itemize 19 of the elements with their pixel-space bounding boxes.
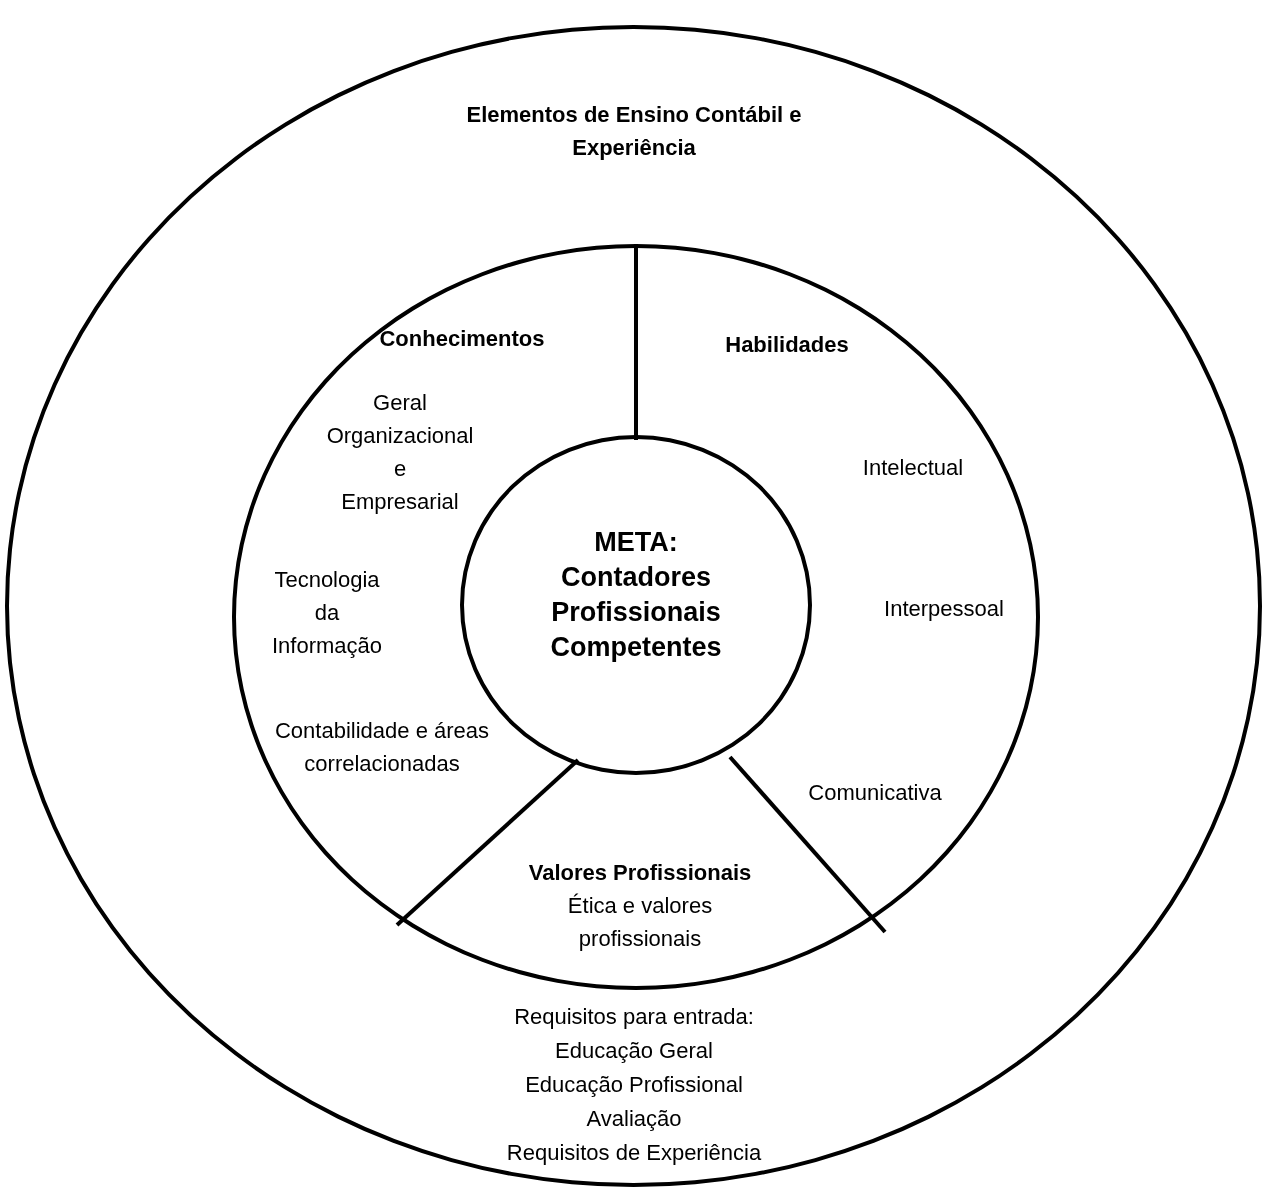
item-text: Contabilidade e áreas correlacionadas: [273, 717, 490, 778]
item-text: Requisitos para entrada:: [513, 1003, 755, 1031]
item-text: Ética e valores profissionais: [566, 892, 714, 953]
middle-circle: [232, 244, 1040, 990]
item-text: Avaliação: [585, 1105, 683, 1133]
section-heading: Elementos de Ensino Contábil e Experiência: [465, 101, 803, 162]
item-text: Geral Organizacional e Empresarial: [325, 389, 475, 516]
item-text: Intelectual: [861, 454, 965, 482]
item-text: Requisitos de Experiência: [505, 1139, 763, 1167]
item-text: Tecnologia da Informação: [270, 566, 384, 660]
item-text: Educação Profissional: [524, 1071, 744, 1099]
goal-text: META: Contadores Profissionais Competentes: [549, 526, 723, 665]
section-heading: Habilidades: [724, 331, 850, 359]
section-heading: Conhecimentos: [378, 325, 546, 353]
item-text: Educação Geral: [554, 1037, 714, 1065]
section-heading: Valores Profissionais: [527, 859, 753, 887]
outer-circle: [5, 25, 1262, 1187]
item-text: Interpessoal: [883, 595, 1005, 623]
item-text: Comunicativa: [807, 779, 943, 807]
